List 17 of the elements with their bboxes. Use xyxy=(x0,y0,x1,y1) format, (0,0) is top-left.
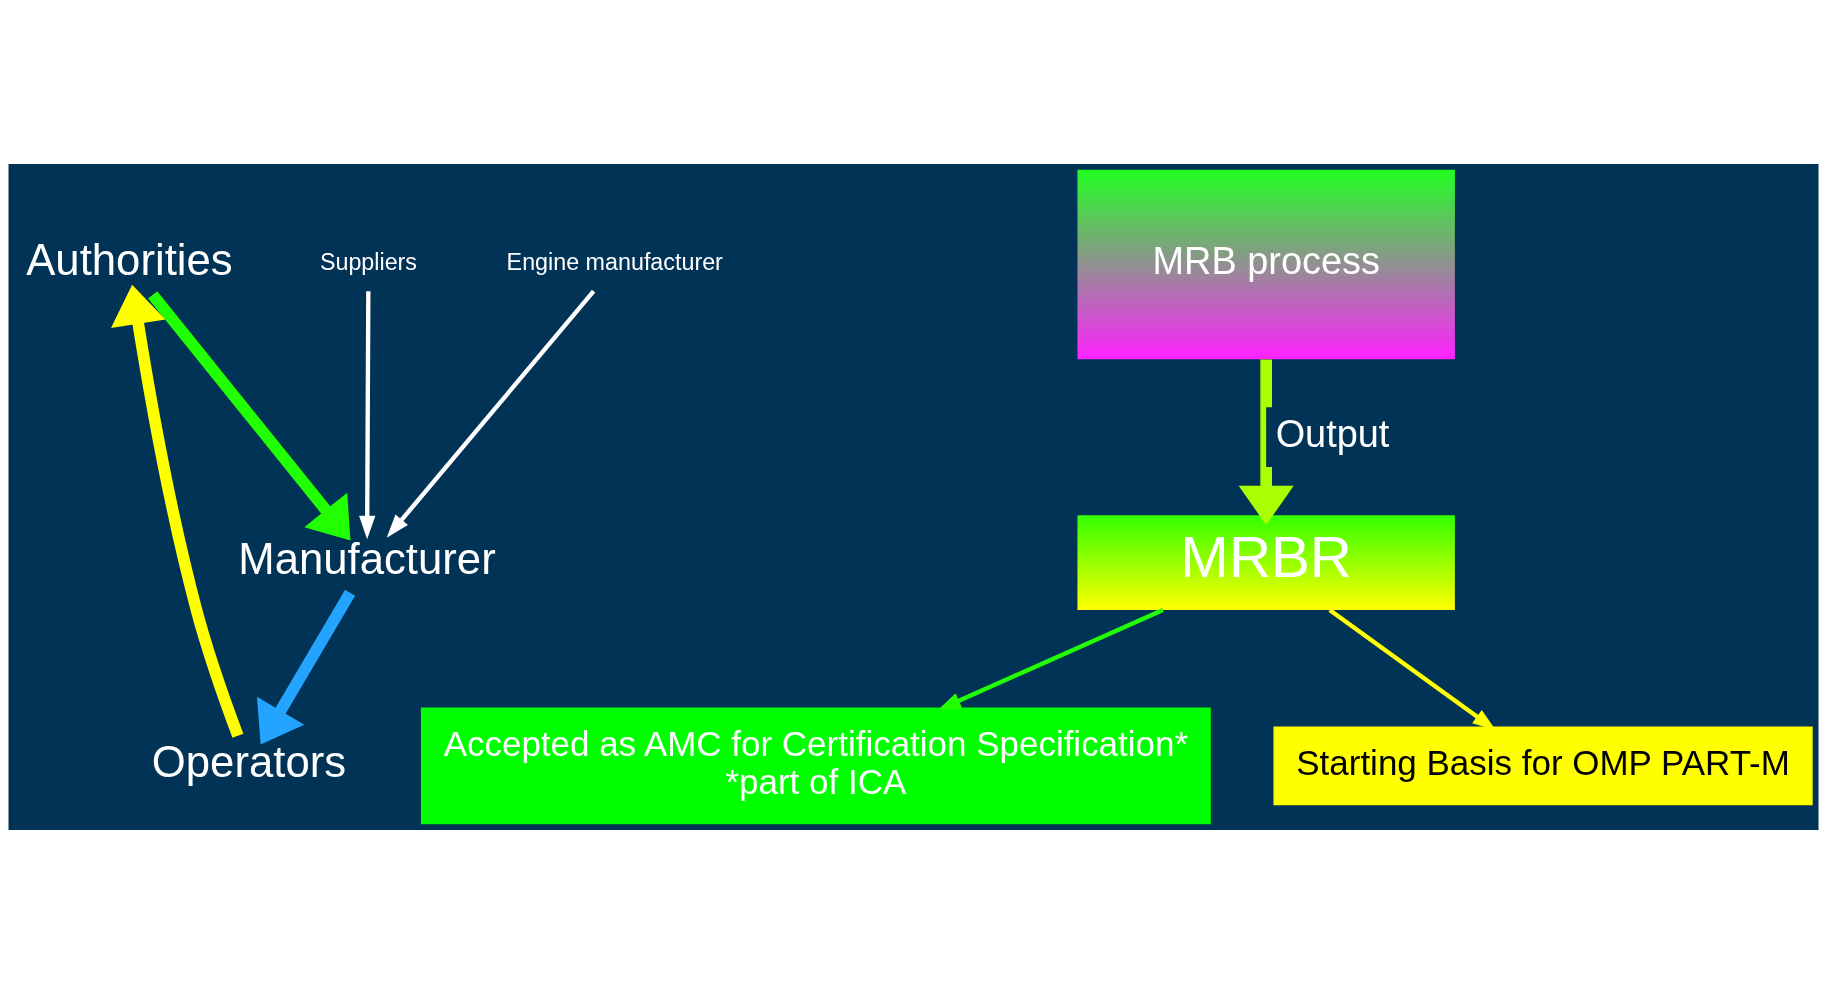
arrow xyxy=(937,608,1164,711)
arrow xyxy=(359,291,376,540)
arrow xyxy=(148,291,351,541)
arrow xyxy=(1238,359,1294,526)
arrow xyxy=(256,589,356,745)
edge-label: Output xyxy=(1275,413,1390,456)
arrow xyxy=(386,289,596,538)
node-text: Authorities xyxy=(26,235,233,285)
node-box: MRBR xyxy=(1077,515,1455,610)
node-box: MRB process xyxy=(1077,169,1455,360)
node-text: Manufacturer xyxy=(238,533,496,583)
node-text: Operators xyxy=(151,736,347,786)
node-text: Engine manufacturer xyxy=(506,249,723,276)
node-box: Accepted as AMC for Certification Specification* *part of ICA xyxy=(420,707,1211,825)
node-box: Starting Basis for OMP PART-M xyxy=(1273,726,1813,806)
node-text: Suppliers xyxy=(319,249,418,276)
arrow xyxy=(111,284,244,738)
